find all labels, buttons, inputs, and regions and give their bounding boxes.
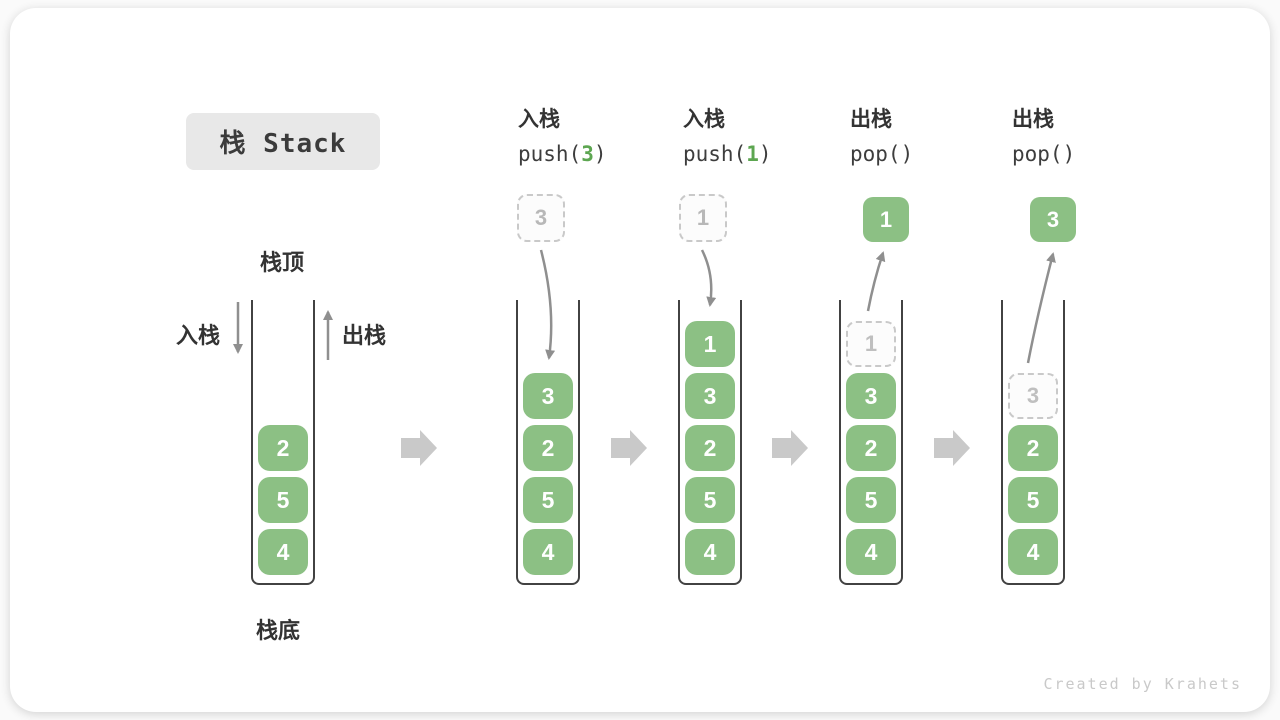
push-arrow-icon — [700, 249, 717, 307]
code-post: ) — [900, 142, 914, 166]
step-header-push-1: 入栈 push(1) — [683, 106, 843, 167]
stack-block: 3 — [685, 373, 735, 419]
stack-block: 2 — [1008, 425, 1058, 471]
stack-block: 3 — [846, 373, 896, 419]
stack-container-push-3 — [516, 300, 580, 585]
stack-block: 2 — [523, 425, 573, 471]
stack-block: 4 — [846, 529, 896, 575]
stack-block: 5 — [846, 477, 896, 523]
step-label: 入栈 — [518, 108, 560, 131]
stack-block: 4 — [523, 529, 573, 575]
step-label: 出栈 — [850, 108, 892, 131]
page-title: 栈 Stack — [219, 129, 347, 159]
staged-value-box: 3 — [517, 194, 565, 242]
stack-block: 2 — [846, 425, 896, 471]
stack-top-label: 栈顶 — [260, 250, 305, 275]
stack-block: 2 — [685, 425, 735, 471]
step-header-push-3: 入栈 push(3) — [518, 106, 678, 167]
step-label: 入栈 — [683, 108, 725, 131]
step-arrow-icon — [934, 430, 970, 466]
code-arg: 3 — [581, 142, 594, 166]
stack-block: 5 — [1008, 477, 1058, 523]
popped-value-box: 1 — [863, 197, 909, 242]
code-pre: push( — [683, 142, 747, 166]
stack-block: 4 — [685, 529, 735, 575]
step-code: push(1) — [683, 141, 843, 167]
stack-container-pop-1 — [839, 300, 903, 585]
step-arrow-icon — [401, 430, 437, 466]
stack-bottom-label: 栈底 — [256, 618, 301, 643]
ghost-block: 1 — [846, 321, 896, 367]
step-header-pop-1: 出栈 pop() — [850, 106, 1010, 167]
stack-container-initial — [251, 300, 315, 585]
stack-block: 2 — [258, 425, 308, 471]
step-header-pop-3: 出栈 pop() — [1012, 106, 1172, 167]
diagram-card: 栈 Stack 入栈 push(3) 入栈 push(1) 出栈 pop() 出… — [10, 8, 1270, 712]
step-code: push(3) — [518, 141, 678, 167]
stack-block: 5 — [523, 477, 573, 523]
stack-block: 3 — [523, 373, 573, 419]
code-arg: 1 — [746, 142, 759, 166]
pop-side-label: 出栈 — [342, 323, 387, 348]
code-post: ) — [758, 142, 772, 166]
staged-value-box: 1 — [679, 194, 727, 242]
stack-block: 5 — [685, 477, 735, 523]
step-code: pop() — [850, 141, 1010, 167]
stack-container-push-1 — [678, 300, 742, 585]
code-pre: push( — [518, 142, 582, 166]
code-pre: pop( — [1012, 142, 1063, 166]
watermark: Created by Krahets — [1043, 675, 1242, 693]
stack-block: 4 — [1008, 529, 1058, 575]
step-label: 出栈 — [1012, 108, 1054, 131]
step-arrow-icon — [772, 430, 808, 466]
ghost-block: 3 — [1008, 373, 1058, 419]
popped-value-box: 3 — [1030, 197, 1076, 242]
step-code: pop() — [1012, 141, 1172, 167]
step-arrow-icon — [611, 430, 647, 466]
code-pre: pop( — [850, 142, 901, 166]
stack-block: 5 — [258, 477, 308, 523]
stack-block: 4 — [258, 529, 308, 575]
stack-container-pop-3 — [1001, 300, 1065, 585]
stack-block: 1 — [685, 321, 735, 367]
code-post: ) — [1062, 142, 1076, 166]
push-side-label: 入栈 — [176, 323, 221, 348]
code-post: ) — [593, 142, 607, 166]
title-box: 栈 Stack — [186, 113, 380, 170]
